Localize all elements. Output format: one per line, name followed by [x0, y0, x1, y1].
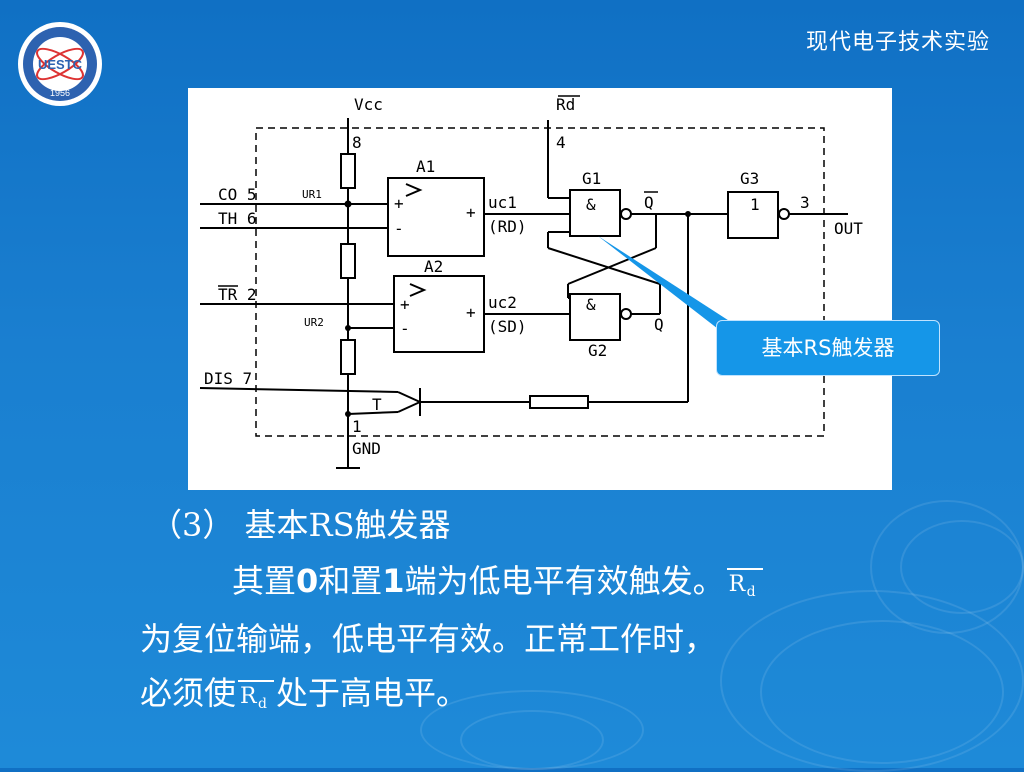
rd-label: Rd	[556, 95, 575, 114]
rs-flipflop-callout: 基本RS触发器	[716, 320, 940, 376]
pin-6-label: TH 6	[218, 209, 257, 228]
pin-2-label: TR 2	[218, 285, 257, 304]
g3-not-symbol: 1	[750, 195, 760, 214]
a2-minus: -	[400, 319, 410, 338]
line3-part-b: 处于高电平。	[276, 674, 469, 712]
qbar-label: Q	[644, 193, 654, 212]
background-ripple	[760, 620, 1004, 764]
line1-part-a: 其置	[232, 562, 297, 600]
header-title: 现代电子技术实验	[805, 30, 990, 55]
background-ripple	[870, 500, 1024, 634]
a1-label: A1	[416, 157, 435, 176]
transistor-label: T	[372, 395, 382, 414]
a2-plus-left: +	[400, 295, 410, 314]
line1-one: 1	[382, 562, 405, 600]
line1-part-c: 和置	[318, 562, 383, 600]
pin-3: 3	[800, 193, 810, 212]
circuit-diagram-panel: Vcc Rd 8 4 CO 5 TH 6 UR1 A1 + - + uc1 (R…	[188, 88, 892, 490]
content-heading: （3） 基本RS触发器	[150, 500, 451, 546]
a1-minus: -	[394, 219, 404, 238]
circuit-diagram: Vcc Rd 8 4 CO 5 TH 6 UR1 A1 + - + uc1 (R…	[199, 95, 863, 469]
ur1-label: UR1	[302, 188, 322, 201]
background-ripple	[460, 710, 604, 770]
uc2-label: uc2	[488, 293, 517, 312]
background-ripple	[900, 520, 1024, 614]
a1-plus-right: +	[466, 203, 476, 222]
pin-5-label: CO 5	[218, 185, 257, 204]
g1-and-symbol: &	[586, 195, 596, 214]
heading-text: （3） 基本RS触发器	[150, 506, 451, 544]
gnd-label: GND	[352, 439, 381, 458]
a2-plus-right: +	[466, 303, 476, 322]
out-label: OUT	[834, 219, 863, 238]
g2-and-symbol: &	[586, 295, 596, 314]
a1-plus-left: +	[394, 194, 404, 213]
rd-paren-label: (RD)	[488, 217, 527, 236]
ur2-label: UR2	[304, 316, 324, 329]
logo-year: 1956	[50, 88, 70, 98]
g1-label: G1	[582, 169, 601, 188]
pin-4: 4	[556, 133, 566, 152]
background-ripple	[720, 590, 1024, 772]
sd-paren-label: (SD)	[488, 317, 527, 336]
pin-1: 1	[352, 417, 362, 436]
a2-label: A2	[424, 257, 443, 276]
pin-7-label: DIS 7	[204, 369, 252, 388]
content-line-2: 为复位输端，低电平有效。正常工作时，	[140, 620, 717, 658]
line3-part-a: 必须使	[140, 674, 237, 712]
g2-label: G2	[588, 341, 607, 360]
university-logo: UESTC 1956	[18, 22, 102, 106]
line1-zero: 0	[296, 562, 319, 600]
g3-label: G3	[740, 169, 759, 188]
vcc-label: Vcc	[354, 95, 383, 114]
line1-part-e: 端为低电平有效触发。	[404, 562, 725, 600]
uc1-label: uc1	[488, 193, 517, 212]
q-label: Q	[654, 315, 664, 334]
logo-text: UESTC	[38, 57, 83, 72]
pin-8: 8	[352, 133, 362, 152]
